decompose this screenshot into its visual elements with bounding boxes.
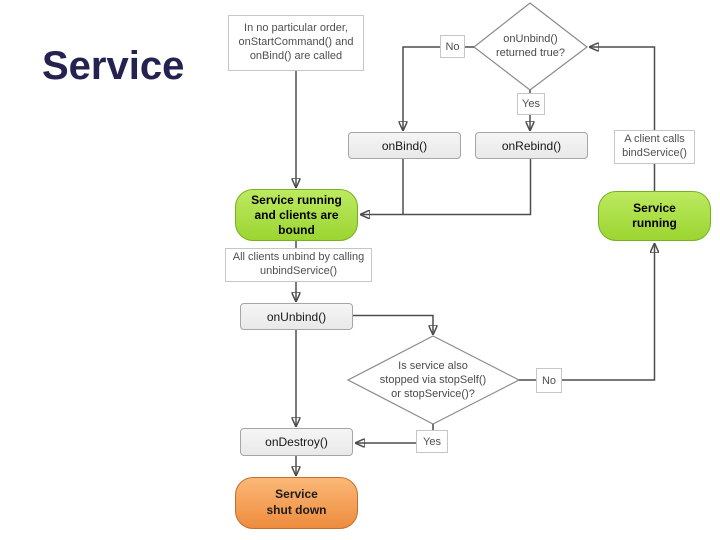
edge-running-to-unbind-decision: [590, 47, 656, 191]
method-ondestroy: onDestroy(): [240, 428, 353, 456]
method-onbind: onBind(): [348, 132, 461, 159]
note-all-clients-unbind: All clients unbind by calling unbindServ…: [225, 248, 372, 282]
page-title: Service: [42, 44, 185, 88]
edge-no-to-onbind: [403, 46, 474, 130]
branch-yes-top: Yes: [517, 93, 545, 115]
edge-onrebind-to-running-bound: [361, 159, 532, 215]
decision-stopped-label: Is service also stopped via stopSelf() o…: [379, 359, 487, 401]
method-onunbind: onUnbind(): [240, 303, 353, 330]
edge-onunbind-to-stopped-decision: [353, 314, 433, 335]
decision-onunbind-label: onUnbind() returned true?: [495, 32, 566, 59]
method-onrebind: onRebind(): [475, 132, 588, 159]
state-service-running: Service running: [598, 191, 711, 241]
note-onstartcommand-onbind: In no particular order, onStartCommand()…: [228, 15, 364, 71]
edge-no-to-running: [519, 244, 655, 381]
branch-yes-bottom: Yes: [416, 430, 448, 453]
branch-no-top: No: [440, 35, 465, 58]
note-client-calls-bindservice: A client calls bindService(): [614, 130, 695, 164]
state-service-running-bound: Service running and clients are bound: [235, 189, 358, 241]
branch-no-bottom: No: [536, 368, 562, 393]
state-service-shut-down: Service shut down: [235, 477, 358, 529]
